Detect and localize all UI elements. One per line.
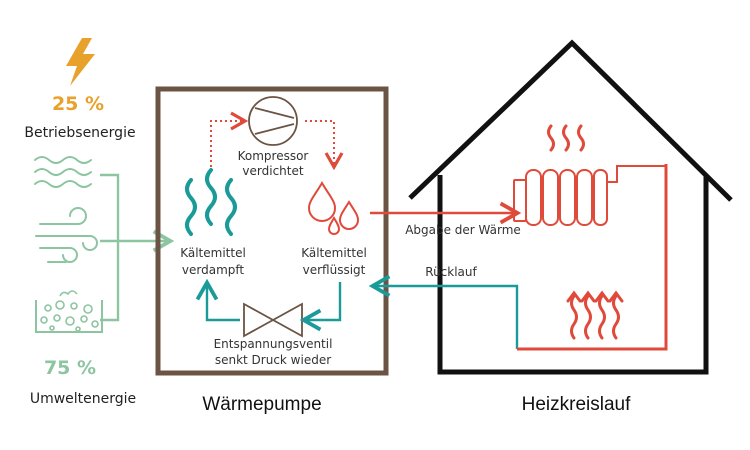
- valve-to-evaporator-arrow: [195, 278, 240, 322]
- evaporated-label-line1: Kältemittel: [180, 246, 246, 260]
- return-flow-arrow: [368, 274, 519, 349]
- heat-supply-label: Abgabe der Wärme: [405, 223, 521, 237]
- heating-circuit-title: Heizkreislauf: [522, 394, 631, 415]
- house-icon: [408, 39, 733, 375]
- refrigerant-to-compressor-arrow: [210, 111, 249, 172]
- liquefied-label-line2: verflüssigt: [303, 263, 366, 277]
- valve-label-line2: senkt Druck wieder: [215, 353, 331, 367]
- heating-pipe: [517, 164, 668, 351]
- liquid-to-valve-arrow: [299, 282, 342, 332]
- waves-icon: [34, 156, 92, 188]
- radiator-icon: [513, 165, 666, 226]
- compressor-label-line1: Kompressor: [238, 149, 309, 163]
- heat-waves-icon: [185, 168, 237, 236]
- floor-heating-icon: [566, 290, 624, 340]
- compressor-icon: [248, 96, 298, 146]
- operating-energy-label: Betriebsenergie: [24, 125, 135, 141]
- valve-label-line1: Entspannungsventil: [214, 337, 333, 351]
- ambient-energy-label: Umweltenergie: [30, 391, 136, 407]
- soil-icon: [35, 290, 103, 333]
- compressor-to-condenser-arrow: [305, 120, 344, 171]
- evaporated-label-line2: verdampft: [182, 263, 244, 277]
- expansion-valve-icon: [243, 302, 303, 338]
- heat-pump-title: Wärmepumpe: [202, 394, 321, 415]
- compressor-label-line2: verdichtet: [242, 164, 303, 178]
- lightning-icon: [66, 38, 95, 86]
- liquefied-label-line1: Kältemittel: [301, 246, 367, 260]
- droplets-icon: [307, 181, 360, 235]
- radiator-heat-icon: [547, 124, 585, 152]
- heat-pump-box: [155, 86, 389, 376]
- return-flow-label: Rücklauf: [425, 265, 477, 279]
- ambient-energy-percent: 75 %: [44, 357, 96, 379]
- wind-icon: [35, 207, 98, 263]
- operating-energy-percent: 25 %: [52, 93, 104, 115]
